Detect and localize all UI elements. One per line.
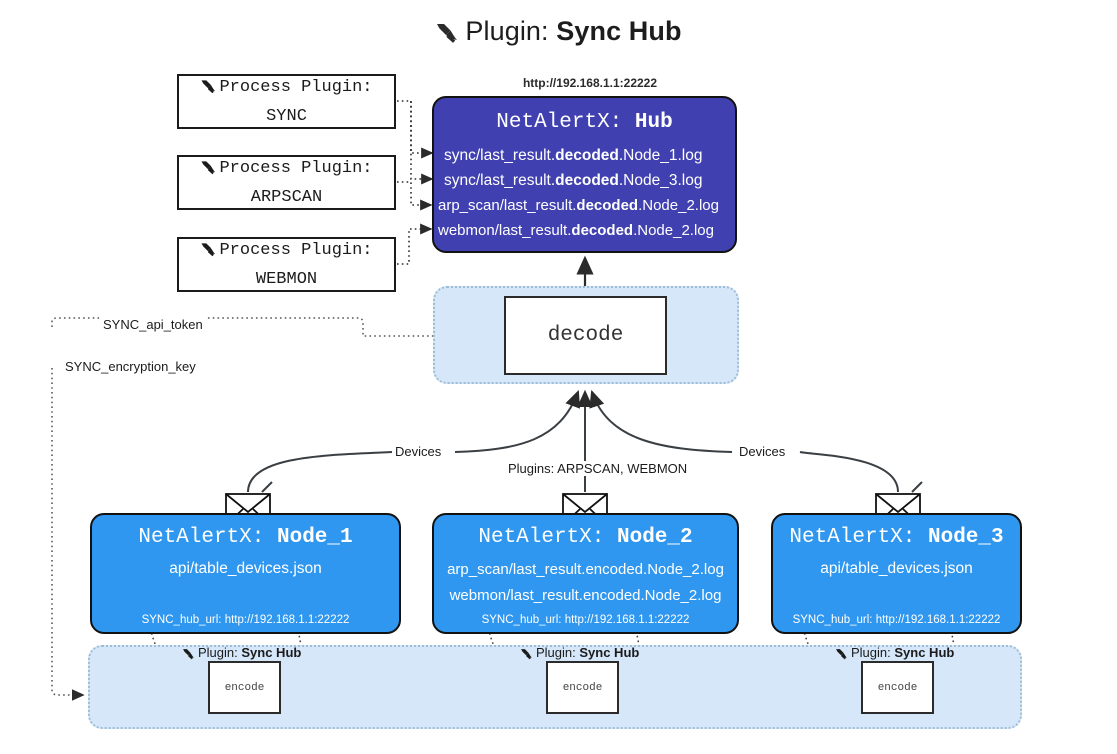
- log-post: .Node_2.log: [633, 222, 714, 239]
- log-pre: sync/last_result.: [444, 172, 556, 189]
- edge-label-devices-left: Devices: [392, 444, 445, 459]
- plugin-tag-name: Sync Hub: [241, 645, 302, 660]
- node-line: api/table_devices.json: [820, 560, 973, 577]
- title-name: Sync Hub: [556, 16, 682, 46]
- process-plugin-webmon[interactable]: Process Plugin: WEBMON: [177, 237, 396, 292]
- process-plugin-label: Process Plugin:: [219, 78, 373, 97]
- node-title-name: Node_1: [277, 526, 353, 549]
- hub-log-item: arp_scan/last_result.decoded.Node_2.log: [434, 193, 735, 218]
- plug-icon: [435, 20, 461, 51]
- hub-title-name: Hub: [634, 111, 673, 134]
- log-mid: decoded: [571, 222, 634, 239]
- hub-url-label: http://192.168.1.1:22222: [522, 76, 658, 90]
- log-post: .Node_1.log: [618, 147, 703, 164]
- edge-label-plugins: Plugins: ARPSCAN, WEBMON: [505, 461, 691, 476]
- process-plugin-name: SYNC: [266, 107, 307, 126]
- hub-title: NetAlertX: Hub: [434, 111, 735, 134]
- plug-icon: [520, 648, 534, 663]
- log-post: .Node_3.log: [618, 172, 703, 189]
- log-mid: decoded: [555, 172, 619, 189]
- plug-icon: [200, 159, 218, 185]
- node-title: NetAlertX: Node_1: [92, 526, 399, 549]
- log-pre: sync/last_result.: [444, 147, 556, 164]
- process-plugin-arpscan[interactable]: Process Plugin: ARPSCAN: [177, 155, 396, 210]
- node-title: NetAlertX: Node_2: [434, 526, 737, 549]
- plug-icon: [182, 648, 196, 663]
- log-mid: decoded: [576, 197, 639, 214]
- encode-box[interactable]: encode: [208, 661, 281, 714]
- node-line: arp_scan/last_result.encoded.Node_2.log: [447, 561, 724, 578]
- node-title-prefix: NetAlertX:: [478, 526, 605, 549]
- plugin-tag-name: Sync Hub: [579, 645, 640, 660]
- log-mid: decoded: [555, 147, 619, 164]
- node-line: api/table_devices.json: [169, 560, 322, 577]
- node-title-prefix: NetAlertX:: [789, 526, 916, 549]
- node-footer: SYNC_hub_url: http://192.168.1.1:22222: [792, 614, 1001, 626]
- log-pre: arp_scan/last_result.: [438, 197, 577, 214]
- hub-title-prefix: NetAlertX:: [496, 111, 623, 134]
- node-line: webmon/last_result.encoded.Node_2.log: [449, 587, 722, 604]
- encode-box[interactable]: encode: [861, 661, 934, 714]
- node-footer: SYNC_hub_url: http://192.168.1.1:22222: [481, 614, 690, 626]
- decode-box[interactable]: decode: [504, 296, 667, 375]
- plug-icon: [835, 648, 849, 663]
- node-1[interactable]: NetAlertX: Node_1 api/table_devices.json…: [90, 513, 401, 634]
- page-title: Plugin: Sync Hub: [0, 16, 1117, 51]
- hub-node[interactable]: NetAlertX: Hub sync/last_result.decoded.…: [432, 96, 737, 253]
- hub-log-item: sync/last_result.decoded.Node_3.log: [434, 168, 735, 193]
- title-prefix: Plugin:: [465, 16, 549, 46]
- node-title: NetAlertX: Node_3: [773, 526, 1020, 549]
- node-3[interactable]: NetAlertX: Node_3 api/table_devices.json…: [771, 513, 1022, 634]
- plugin-tag-name: Sync Hub: [894, 645, 955, 660]
- process-plugin-name: ARPSCAN: [250, 188, 323, 207]
- process-plugin-sync[interactable]: Process Plugin: SYNC: [177, 74, 396, 129]
- hub-log-list: sync/last_result.decoded.Node_1.log sync…: [434, 143, 735, 243]
- plugin-tag-prefix: Plugin:: [198, 645, 238, 660]
- edge-label-devices-right: Devices: [736, 444, 789, 459]
- node-title-name: Node_3: [928, 526, 1004, 549]
- sync-encryption-key-label: SYNC_encryption_key: [62, 359, 199, 374]
- hub-log-item: webmon/last_result.decoded.Node_2.log: [434, 218, 735, 243]
- node-2[interactable]: NetAlertX: Node_2 arp_scan/last_result.e…: [432, 513, 739, 634]
- node-title-name: Node_2: [617, 526, 693, 549]
- encode-plugin-tag: Plugin: Sync Hub: [520, 645, 639, 663]
- log-post: .Node_2.log: [638, 197, 719, 214]
- plugin-tag-prefix: Plugin:: [851, 645, 891, 660]
- node-title-prefix: NetAlertX:: [138, 526, 265, 549]
- encode-plugin-tag: Plugin: Sync Hub: [182, 645, 301, 663]
- plug-icon: [200, 241, 218, 267]
- encode-plugin-tag: Plugin: Sync Hub: [835, 645, 954, 663]
- plugin-tag-prefix: Plugin:: [536, 645, 576, 660]
- log-pre: webmon/last_result.: [438, 222, 572, 239]
- sync-api-token-label: SYNC_api_token: [100, 317, 206, 332]
- hub-log-item: sync/last_result.decoded.Node_1.log: [434, 143, 735, 168]
- node-footer: SYNC_hub_url: http://192.168.1.1:22222: [141, 614, 350, 626]
- plug-icon: [200, 78, 218, 104]
- process-plugin-label: Process Plugin:: [219, 241, 373, 260]
- process-plugin-label: Process Plugin:: [219, 159, 373, 178]
- encode-box[interactable]: encode: [546, 661, 619, 714]
- process-plugin-name: WEBMON: [255, 270, 318, 289]
